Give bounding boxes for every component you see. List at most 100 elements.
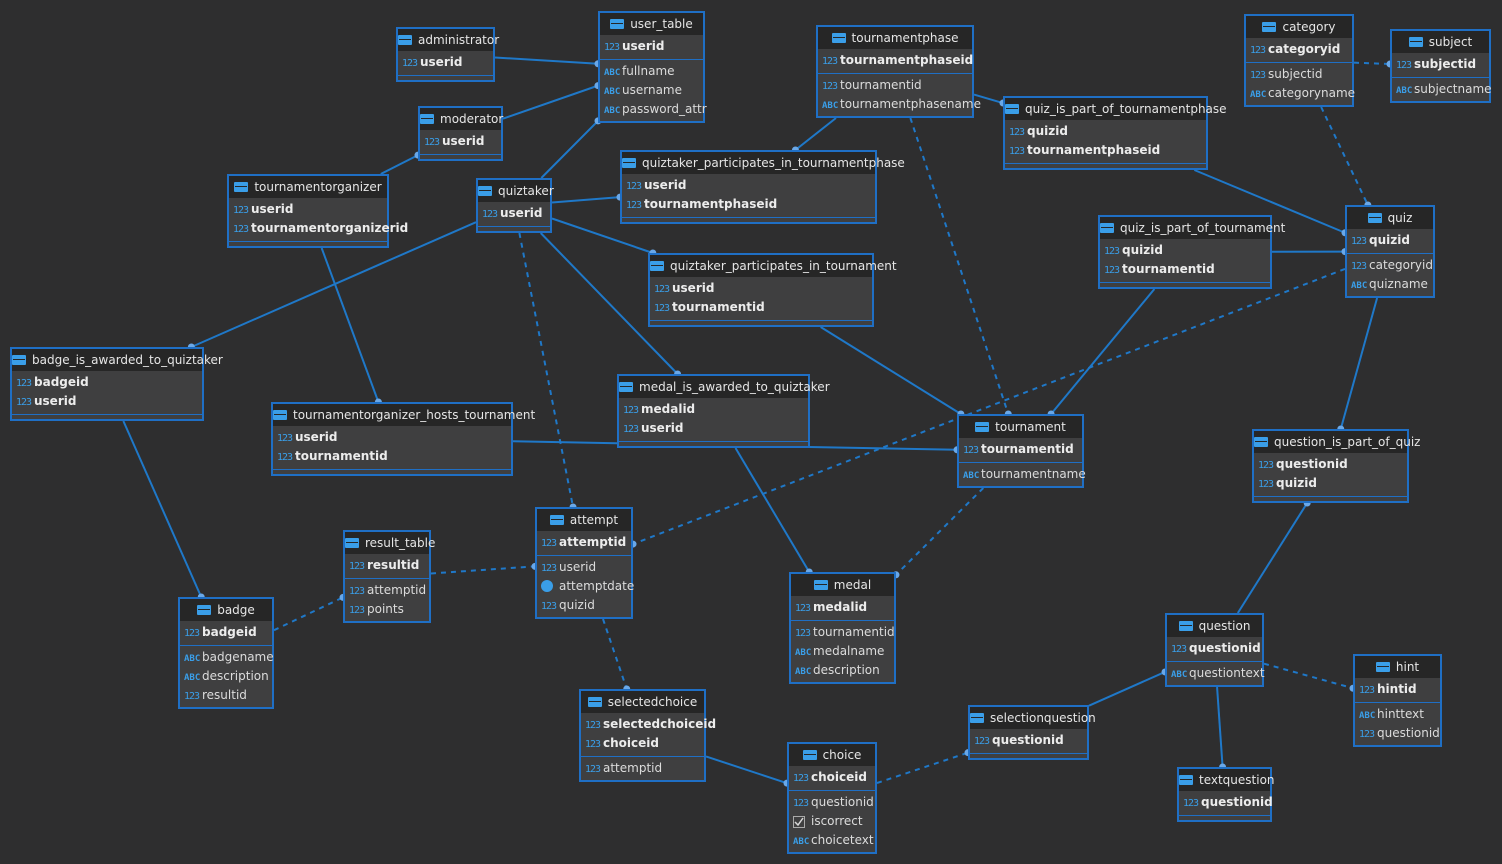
entity-header[interactable]: user_table [600,13,703,35]
relationship-tournamentorganizer-moderator[interactable] [380,154,419,175]
entity-qtp-phase[interactable]: quiztaker_participates_in_tournamentphas… [620,150,905,224]
column-row[interactable]: attemptdate [537,577,634,596]
entity-header[interactable]: attempt [537,509,631,531]
entity-header[interactable]: tournament [959,416,1082,438]
entity-header[interactable]: selectedchoice [581,691,704,713]
entity-header[interactable]: quiz_is_part_of_tournamentphase [1005,98,1227,120]
relationship-result_table-attempt[interactable] [430,565,536,575]
entity-header[interactable]: tournamentorganizer_hosts_tournament [273,404,535,426]
relationship-question-hint[interactable] [1263,662,1354,690]
entity-header[interactable]: question [1167,615,1262,637]
entity-header[interactable]: hint [1355,656,1440,678]
entity-header[interactable]: medal_is_awarded_to_quiztaker [619,376,830,398]
relationship-question-textquestion[interactable] [1216,686,1224,768]
entity-header[interactable]: textquestion [1179,769,1275,791]
entity-header[interactable]: badge_is_awarded_to_quiztaker [12,349,223,371]
entity-header[interactable]: administrator [398,29,499,51]
relationship-tournamentphase-qtp_phase[interactable] [794,117,837,151]
entity-header[interactable]: quiztaker_participates_in_tournament [650,255,897,277]
entity-header[interactable]: tournamentphase [818,27,972,49]
relationship-selectedchoice-choice[interactable] [705,755,788,785]
relationship-tournamentorganizer-organizer_hosts[interactable] [320,247,380,403]
relationship-tournamentphase-tournament[interactable] [909,117,1010,415]
relationship-quiztaker-qtp_phase[interactable] [551,196,621,204]
relationship-administrator-user_table[interactable] [494,56,599,65]
relationship-quiztaker-user_table[interactable] [540,120,599,179]
column-row[interactable]: iscorrect [789,812,875,831]
relationship-medal_awarded-medal[interactable] [734,447,811,573]
entity-header[interactable]: badge [180,599,272,621]
relationship-choice-selectionquestion[interactable] [876,751,969,784]
entity-header[interactable]: question_is_part_of_quiz [1254,431,1420,453]
relationship-selectionquestion-question[interactable] [1088,671,1166,707]
relationship-quiztaker-attempt[interactable] [518,232,575,508]
entity-header[interactable]: result_table [345,532,435,554]
entity-header[interactable]: medal [791,574,894,596]
entity-header[interactable]: quiztaker_participates_in_tournamentphas… [622,152,905,174]
relationship-quiz_part_tournament-tournament[interactable] [1050,288,1156,415]
